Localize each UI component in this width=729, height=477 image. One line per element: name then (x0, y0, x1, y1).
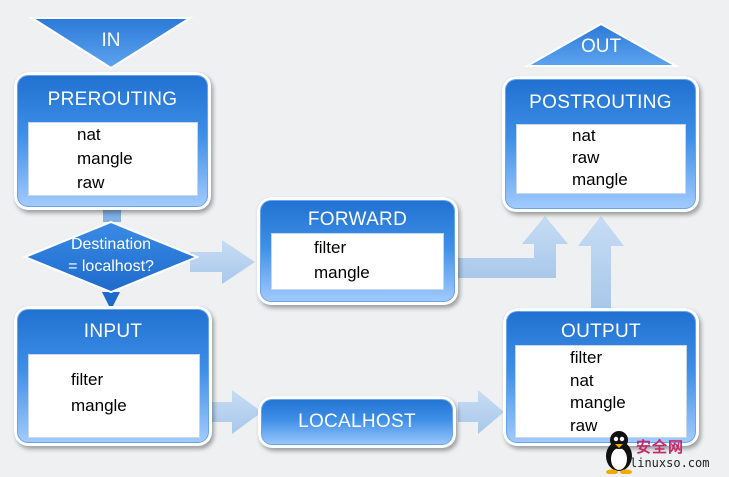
prerouting-tables: nat mangle raw (28, 122, 198, 196)
table-item: nat (570, 371, 594, 390)
output-chain: OUTPUT filter nat mangle raw (503, 308, 699, 446)
localhost-to-output-arrow (458, 390, 504, 434)
table-item: raw (572, 148, 600, 167)
table-item: raw (570, 416, 598, 435)
table-item: mangle (71, 396, 127, 415)
output-tables: filter nat mangle raw (515, 345, 687, 438)
decision-to-input-arrow (102, 292, 120, 306)
table-item: filter (570, 348, 603, 367)
decision-diamond (22, 220, 200, 294)
forward-to-postrouting-arrow (458, 216, 568, 278)
out-arrow (523, 22, 680, 67)
input-chain: INPUT filter mangle (14, 306, 212, 446)
postrouting-title: POSTROUTING (529, 92, 672, 113)
forward-chain: FORWARD filter mangle (257, 197, 458, 305)
table-item: nat (572, 126, 596, 145)
table-item: nat (77, 125, 101, 144)
table-item: raw (77, 173, 105, 192)
table-item: mangle (314, 263, 370, 282)
decision-to-forward-arrow (190, 240, 255, 284)
forward-title: FORWARD (307, 209, 408, 230)
in-arrow (28, 17, 194, 70)
table-item: mangle (570, 393, 626, 412)
output-title: OUTPUT (561, 321, 641, 342)
table-item: filter (71, 370, 104, 389)
out-label: OUT (580, 36, 622, 57)
prerouting-title: PREROUTING (47, 89, 178, 110)
prerouting-chain: PREROUTING nat mangle raw (14, 72, 211, 210)
localhost-node: LOCALHOST (258, 396, 456, 448)
forward-tables: filter mangle (271, 233, 444, 290)
decision-label-line2: = localhost? (68, 258, 154, 275)
postrouting-chain: POSTROUTING nat raw mangle (502, 76, 699, 212)
table-item: mangle (77, 149, 133, 168)
input-title: INPUT (83, 321, 143, 342)
watermark-cn: 安全网 (636, 438, 685, 456)
output-to-postrouting-arrow (578, 216, 624, 308)
table-item: mangle (572, 170, 628, 189)
prerouting-to-decision-arrow (103, 210, 121, 222)
decision-label-line1: Destination (70, 236, 152, 253)
watermark-site: linuxso.com (630, 456, 710, 470)
postrouting-tables: nat raw mangle (516, 124, 686, 194)
input-tables: filter mangle (28, 354, 200, 438)
penguin-logo-icon (606, 431, 632, 474)
localhost-title: LOCALHOST (298, 411, 416, 432)
input-to-localhost-arrow (212, 390, 262, 434)
in-label: IN (101, 30, 121, 51)
table-item: filter (314, 238, 347, 257)
